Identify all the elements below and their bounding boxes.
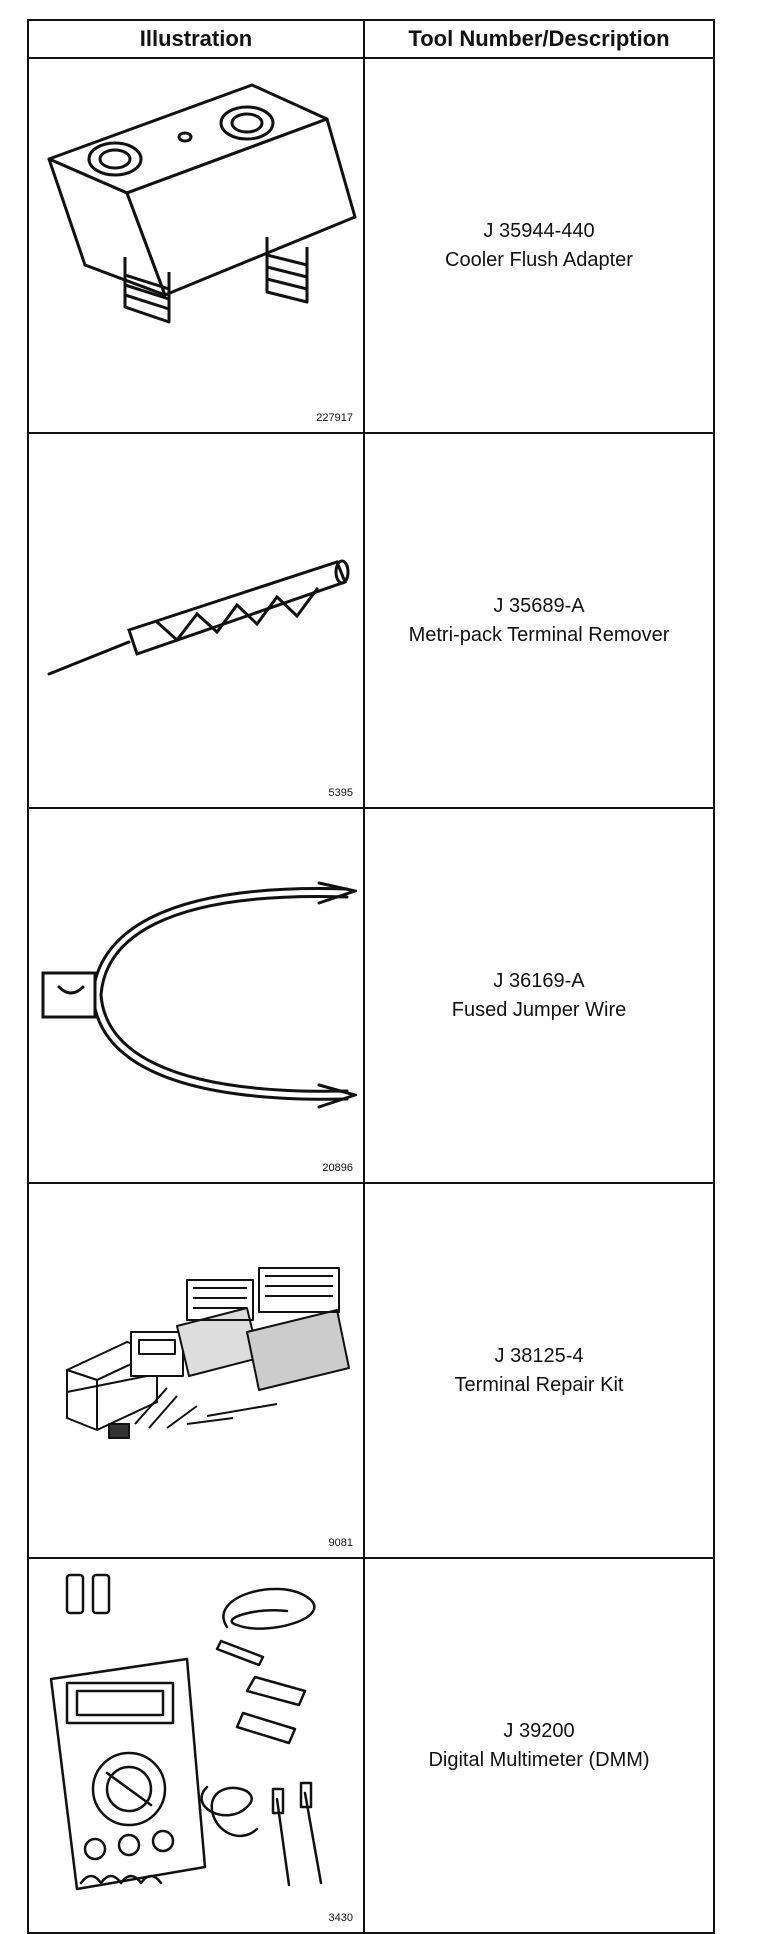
tool-table: Illustration Tool Number/Description <box>27 19 715 1934</box>
jumper-wire-icon <box>41 881 357 1109</box>
figure-id: 5395 <box>328 787 353 799</box>
table-row: 20896 J 36169-A Fused Jumper Wire <box>27 807 715 1184</box>
tool-number: J 35689-A <box>493 594 585 617</box>
tool-description-cell: J 35944-440 Cooler Flush Adapter <box>363 57 715 434</box>
tool-number: J 36169-A <box>493 969 585 992</box>
tool-description-cell: J 38125-4 Terminal Repair Kit <box>363 1182 715 1559</box>
header-tool-description: Tool Number/Description <box>363 19 715 59</box>
header-illustration: Illustration <box>27 19 365 59</box>
tool-description-cell: J 36169-A Fused Jumper Wire <box>363 807 715 1184</box>
illustration-cell: 227917 <box>27 57 365 434</box>
figure-id: 3430 <box>328 1912 353 1924</box>
figure-id: 227917 <box>316 412 353 424</box>
tool-description: Cooler Flush Adapter <box>445 248 633 271</box>
illustration-cell: 3430 <box>27 1557 365 1934</box>
table-row: 9081 J 38125-4 Terminal Repair Kit <box>27 1182 715 1559</box>
table-row: 5395 J 35689-A Metri-pack Terminal Remov… <box>27 432 715 809</box>
table-row: 3430 J 39200 Digital Multimeter (DMM) <box>27 1557 715 1934</box>
table-row: 227917 J 35944-440 Cooler Flush Adapter <box>27 57 715 434</box>
tool-description: Metri-pack Terminal Remover <box>408 623 670 646</box>
tool-description: Fused Jumper Wire <box>451 998 627 1021</box>
figure-id: 9081 <box>328 1537 353 1549</box>
tool-number: J 39200 <box>503 1719 575 1742</box>
figure-id: 20896 <box>322 1162 353 1174</box>
multimeter-icon <box>49 1573 323 1891</box>
tool-description: Digital Multimeter (DMM) <box>428 1748 650 1771</box>
cooler-flush-adapter-icon <box>47 83 357 324</box>
illustration-cell: 9081 <box>27 1182 365 1559</box>
tool-description-cell: J 35689-A Metri-pack Terminal Remover <box>363 432 715 809</box>
tool-description-cell: J 39200 Digital Multimeter (DMM) <box>363 1557 715 1934</box>
table-header-row: Illustration Tool Number/Description <box>27 19 715 59</box>
tool-number: J 38125-4 <box>494 1344 584 1367</box>
tool-number: J 35944-440 <box>483 219 595 242</box>
terminal-remover-icon <box>47 559 350 676</box>
illustration-cell: 5395 <box>27 432 365 809</box>
repair-kit-icon <box>66 1267 350 1439</box>
illustration-cell: 20896 <box>27 807 365 1184</box>
tool-description: Terminal Repair Kit <box>454 1373 624 1396</box>
